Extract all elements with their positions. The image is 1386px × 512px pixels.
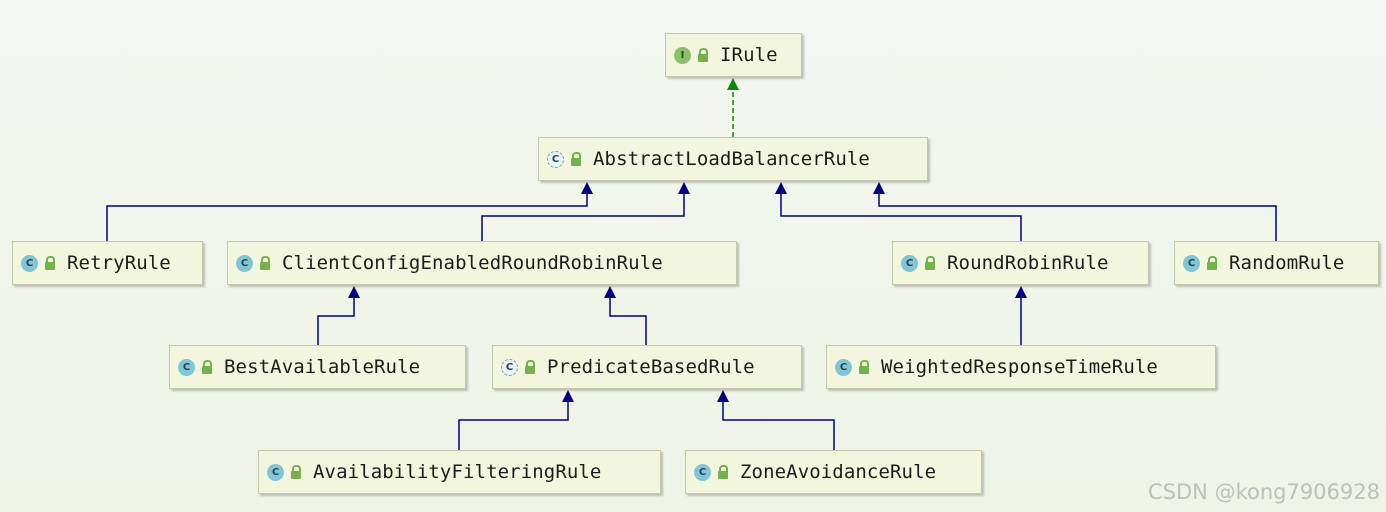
arrowhead <box>581 182 593 194</box>
class-name-label: IRule <box>720 44 778 66</box>
class-node-round-robin-rule[interactable]: C RoundRobinRule <box>892 241 1149 285</box>
arrowhead <box>604 286 616 298</box>
class-node-client-config-enabled-round-robin-rule[interactable]: C ClientConfigEnabledRoundRobinRule <box>227 241 737 285</box>
class-node-irule[interactable]: I IRule <box>665 33 802 77</box>
arrowhead <box>348 286 360 298</box>
class-name-label: RoundRobinRule <box>947 252 1109 274</box>
public-access-icon <box>717 465 728 479</box>
public-access-icon <box>290 465 301 479</box>
arrowhead <box>562 390 574 402</box>
public-access-icon <box>259 256 270 270</box>
class-name-label: ClientConfigEnabledRoundRobinRule <box>282 252 663 274</box>
extends-edge-predicatebasedrule <box>604 286 647 345</box>
class-name-label: BestAvailableRule <box>224 356 421 378</box>
class-node-predicate-based-rule[interactable]: C PredicateBasedRule <box>492 345 802 389</box>
arrowhead <box>873 182 885 194</box>
class-node-retry-rule[interactable]: C RetryRule <box>12 241 203 285</box>
public-access-icon <box>858 360 869 374</box>
watermark: CSDN @kong7906928 <box>1148 480 1380 504</box>
public-access-icon <box>1206 256 1217 270</box>
class-node-random-rule[interactable]: C RandomRule <box>1174 241 1379 285</box>
arrowhead <box>678 182 690 194</box>
extends-edge-clientconfigenabledroundrobinrule <box>481 182 690 241</box>
extends-edge-zoneavoidancerule <box>717 390 835 450</box>
public-access-icon <box>697 48 708 62</box>
class-icon: C <box>1183 254 1200 272</box>
arrowhead <box>717 390 729 402</box>
class-icon: C <box>236 254 253 272</box>
class-icon: C <box>178 358 195 376</box>
public-access-icon <box>201 360 212 374</box>
class-name-label: WeightedResponseTimeRule <box>881 356 1158 378</box>
public-access-icon <box>924 256 935 270</box>
public-access-icon <box>524 360 535 374</box>
class-node-zone-avoidance-rule[interactable]: C ZoneAvoidanceRule <box>685 450 982 494</box>
class-name-label: PredicateBasedRule <box>547 356 755 378</box>
class-icon: C <box>21 254 38 272</box>
public-access-icon <box>570 152 581 166</box>
class-icon: C <box>267 463 284 481</box>
class-icon: C <box>835 358 852 376</box>
arrowhead <box>727 78 739 90</box>
arrowhead <box>1015 286 1027 298</box>
class-node-abstract-load-balancer-rule[interactable]: C AbstractLoadBalancerRule <box>538 137 928 181</box>
class-name-label: AbstractLoadBalancerRule <box>593 148 870 170</box>
abstract-class-icon: C <box>547 150 564 168</box>
class-icon: C <box>901 254 918 272</box>
class-node-availability-filtering-rule[interactable]: C AvailabilityFilteringRule <box>258 450 661 494</box>
extends-edge-randomrule <box>873 182 1277 241</box>
class-node-weighted-response-time-rule[interactable]: C WeightedResponseTimeRule <box>826 345 1216 389</box>
implements-edge-abstractloadbalancerrule <box>727 78 739 137</box>
interface-icon: I <box>674 46 691 64</box>
extends-edge-availabilityfilteringrule <box>458 390 574 450</box>
class-icon: C <box>694 463 711 481</box>
class-node-best-available-rule[interactable]: C BestAvailableRule <box>169 345 466 389</box>
extends-edge-retryrule <box>106 182 593 241</box>
class-name-label: RetryRule <box>67 252 171 274</box>
class-name-label: AvailabilityFilteringRule <box>313 461 602 483</box>
extends-edge-roundrobinrule <box>775 182 1022 241</box>
extends-edge-weightedresponsetimerule <box>1015 286 1027 345</box>
class-name-label: RandomRule <box>1229 252 1345 274</box>
arrowhead <box>775 182 787 194</box>
class-name-label: ZoneAvoidanceRule <box>740 461 937 483</box>
extends-edge-bestavailablerule <box>317 286 360 345</box>
abstract-class-icon: C <box>501 358 518 376</box>
public-access-icon <box>44 256 55 270</box>
